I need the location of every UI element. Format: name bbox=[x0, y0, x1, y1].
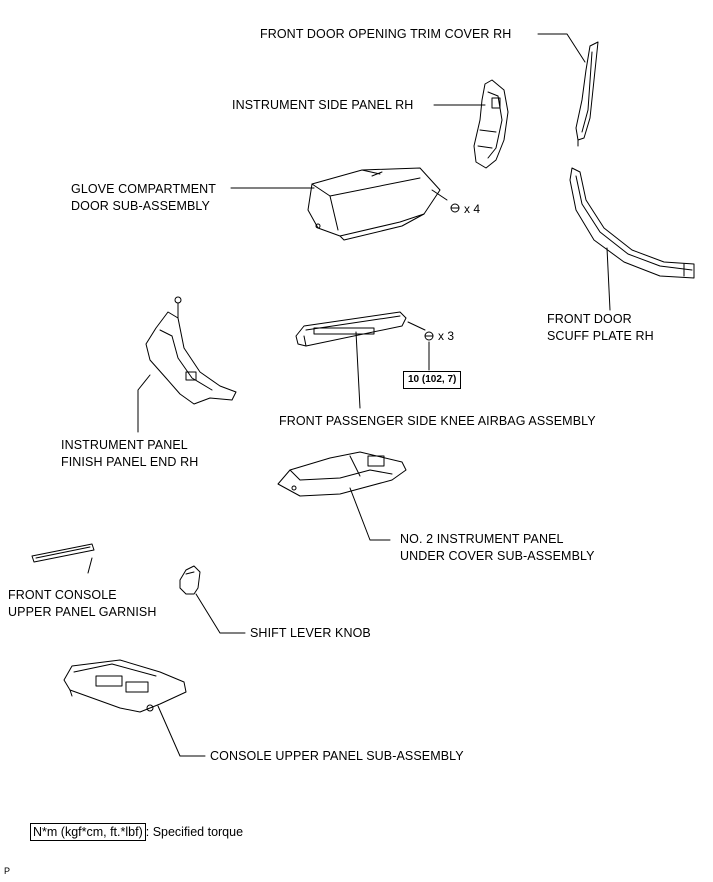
airbag-torque-spec: 10 (102, 7) bbox=[403, 371, 462, 389]
leader-knee-airbag bbox=[355, 331, 361, 409]
glove-compartment-part bbox=[307, 167, 441, 241]
label-finish-panel-line1: INSTRUMENT PANEL bbox=[61, 438, 188, 452]
airbag-bolt-quantity: x 3 bbox=[438, 329, 455, 343]
label-finish-panel-line2: FINISH PANEL END RH bbox=[61, 455, 199, 469]
label-console-upper: CONSOLE UPPER PANEL SUB-ASSEMBLY bbox=[210, 749, 464, 763]
glove-screw-quantity: x 4 bbox=[464, 202, 481, 216]
label-under-cover-line1: NO. 2 INSTRUMENT PANEL bbox=[400, 532, 564, 546]
leader-garnish bbox=[87, 557, 93, 574]
legend-text: : Specified torque bbox=[145, 825, 244, 839]
label-garnish-line1: FRONT CONSOLE bbox=[8, 588, 117, 602]
leader-front-door-scuff bbox=[606, 247, 611, 311]
leader-shift-knob bbox=[195, 593, 246, 634]
under-cover-part bbox=[277, 451, 407, 497]
leader-under-cover bbox=[349, 487, 391, 541]
glove-screw-icon bbox=[450, 203, 460, 213]
leader-console-upper bbox=[157, 705, 206, 757]
console-upper-panel-part bbox=[63, 659, 187, 713]
label-under-cover-line2: UNDER COVER SUB-ASSEMBLY bbox=[400, 549, 595, 563]
torque-legend: N*m (kgf*cm, ft.*lbf): Specified torque bbox=[30, 823, 244, 841]
label-scuff-line1: FRONT DOOR bbox=[547, 312, 632, 326]
label-knee-airbag: FRONT PASSENGER SIDE KNEE AIRBAG ASSEMBL… bbox=[279, 414, 596, 428]
leader-finish-panel bbox=[137, 374, 151, 433]
instrument-side-panel-part bbox=[473, 79, 509, 169]
finish-panel-end-part bbox=[145, 296, 237, 405]
label-garnish-line2: UPPER PANEL GARNISH bbox=[8, 605, 157, 619]
knee-airbag-part bbox=[295, 311, 407, 347]
corner-mark: P bbox=[4, 866, 11, 876]
leader-airbag-bolts bbox=[407, 321, 426, 331]
legend-unit-box: N*m (kgf*cm, ft.*lbf) bbox=[30, 823, 146, 841]
leader-front-door-opening-trim bbox=[537, 33, 586, 63]
front-door-scuff-plate-part bbox=[569, 167, 695, 279]
label-glove-line2: DOOR SUB-ASSEMBLY bbox=[71, 199, 210, 213]
leader-glove-screws bbox=[431, 189, 448, 201]
label-glove-line1: GLOVE COMPARTMENT bbox=[71, 182, 217, 196]
label-shift-knob: SHIFT LEVER KNOB bbox=[250, 626, 371, 640]
airbag-bolt-icon bbox=[424, 331, 434, 341]
label-front-door-opening-trim: FRONT DOOR OPENING TRIM COVER RH bbox=[260, 27, 512, 41]
console-garnish-part bbox=[31, 543, 95, 563]
label-scuff-line2: SCUFF PLATE RH bbox=[547, 329, 654, 343]
front-door-opening-trim-cover-part bbox=[575, 41, 599, 147]
label-instrument-side-panel: INSTRUMENT SIDE PANEL RH bbox=[232, 98, 414, 112]
shift-knob-part bbox=[179, 565, 201, 595]
